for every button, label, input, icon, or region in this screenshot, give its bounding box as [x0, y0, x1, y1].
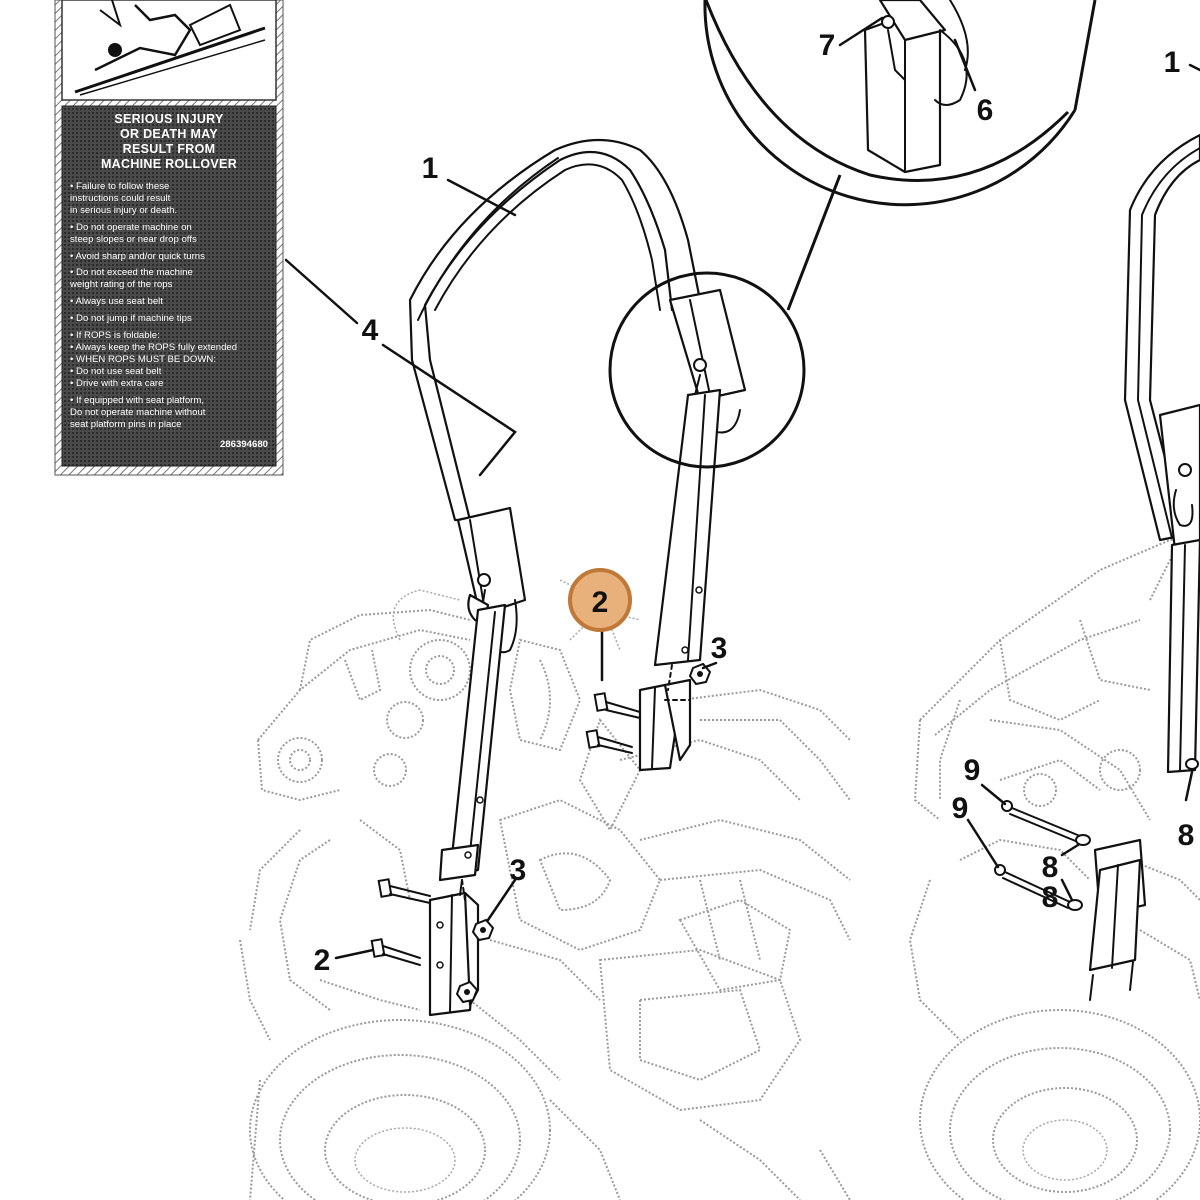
svg-text:• WHEN ROPS MUST BE DOWN:: • WHEN ROPS MUST BE DOWN:	[70, 354, 216, 365]
svg-text:• Do not exceed the machine: • Do not exceed the machine	[70, 267, 193, 278]
svg-text:• Avoid sharp and/or quick tur: • Avoid sharp and/or quick turns	[70, 251, 205, 262]
detail-view-small	[608, 271, 806, 469]
callout-1-right: 1	[1164, 46, 1181, 79]
callout-7: 7	[819, 29, 836, 62]
svg-text:• Failure to follow these: • Failure to follow these	[70, 181, 169, 192]
detail-view-large	[703, 0, 1097, 207]
bolt-upper-b	[585, 729, 633, 754]
svg-text:• If equipped with seat platfo: • If equipped with seat platform,	[70, 395, 204, 406]
svg-text:Do not operate machine without: Do not operate machine without	[70, 407, 206, 418]
mower-body-left	[239, 579, 851, 1200]
callout-2-lower: 2	[314, 944, 331, 977]
svg-text:• Do not operate machine on: • Do not operate machine on	[70, 222, 192, 233]
rops-mount-bracket-right	[638, 664, 692, 772]
callout-9-a: 9	[964, 754, 981, 787]
nut-lower-b	[455, 980, 479, 1004]
rops-frame-left	[408, 138, 747, 882]
callout-8-a: 8	[1042, 851, 1059, 884]
svg-text:RESULT FROM: RESULT FROM	[123, 142, 216, 156]
decal-title: SERIOUS INJURY OR DEATH MAY RESULT FROM …	[101, 112, 237, 171]
svg-text:in serious injury or death.: in serious injury or death.	[70, 205, 177, 216]
svg-text:steep slopes or near drop offs: steep slopes or near drop offs	[70, 234, 197, 245]
callout-8-right: 8	[1178, 819, 1195, 852]
callout-3-lower: 3	[510, 854, 527, 887]
svg-text:• Always use seat belt: • Always use seat belt	[70, 296, 163, 307]
svg-text:• Drive with extra care: • Drive with extra care	[70, 378, 163, 389]
svg-text:SERIOUS INJURY: SERIOUS INJURY	[114, 112, 224, 126]
callout-2-highlighted[interactable]: 2	[568, 568, 632, 632]
bolt-right-a	[1001, 800, 1081, 843]
svg-text:• Always keep the ROPS fully e: • Always keep the ROPS fully extended	[70, 342, 237, 353]
leader-lines	[284, 16, 1200, 960]
svg-text:seat platform pins in place: seat platform pins in place	[70, 419, 181, 430]
rollover-warning-decal: SERIOUS INJURY OR DEATH MAY RESULT FROM …	[54, 0, 284, 476]
svg-text:• If ROPS is foldable:: • If ROPS is foldable:	[70, 330, 160, 341]
bolt-lower-a	[377, 878, 431, 904]
svg-text:2: 2	[592, 586, 609, 619]
nut-right-a	[1075, 834, 1091, 846]
svg-text:instructions could result: instructions could result	[70, 193, 171, 204]
callout-9-b: 9	[952, 792, 969, 825]
nut-right-c	[1185, 758, 1199, 770]
svg-text:weight rating of the rops: weight rating of the rops	[69, 279, 173, 290]
nut-upper	[688, 662, 712, 686]
callout-3-upper: 3	[711, 632, 728, 665]
svg-text:• Do not jump if machine tips: • Do not jump if machine tips	[70, 313, 192, 324]
svg-text:• Do not use seat belt: • Do not use seat belt	[70, 366, 162, 377]
bolt-upper-a	[593, 692, 641, 719]
callout-8-b: 8	[1042, 881, 1059, 914]
decal-instructions: • Failure to follow these instructions c…	[69, 181, 237, 430]
svg-text:MACHINE ROLLOVER: MACHINE ROLLOVER	[101, 157, 237, 171]
nut-right-b	[1067, 899, 1083, 911]
bolt-lower-b	[370, 938, 421, 966]
callout-4: 4	[362, 314, 379, 347]
callout-1-left: 1	[422, 152, 439, 185]
callout-labels: 1 1 4 7 6 3 3 2 9 9 8 8 8	[314, 29, 1195, 977]
nut-lower-a	[471, 918, 495, 942]
svg-text:OR DEATH MAY: OR DEATH MAY	[120, 127, 218, 141]
rops-frame-right	[1088, 133, 1200, 1001]
rollover-pictogram	[74, 0, 266, 96]
decal-part-number: 286394680	[220, 439, 268, 450]
callout-6: 6	[977, 94, 994, 127]
bolt-right-b	[994, 864, 1071, 909]
